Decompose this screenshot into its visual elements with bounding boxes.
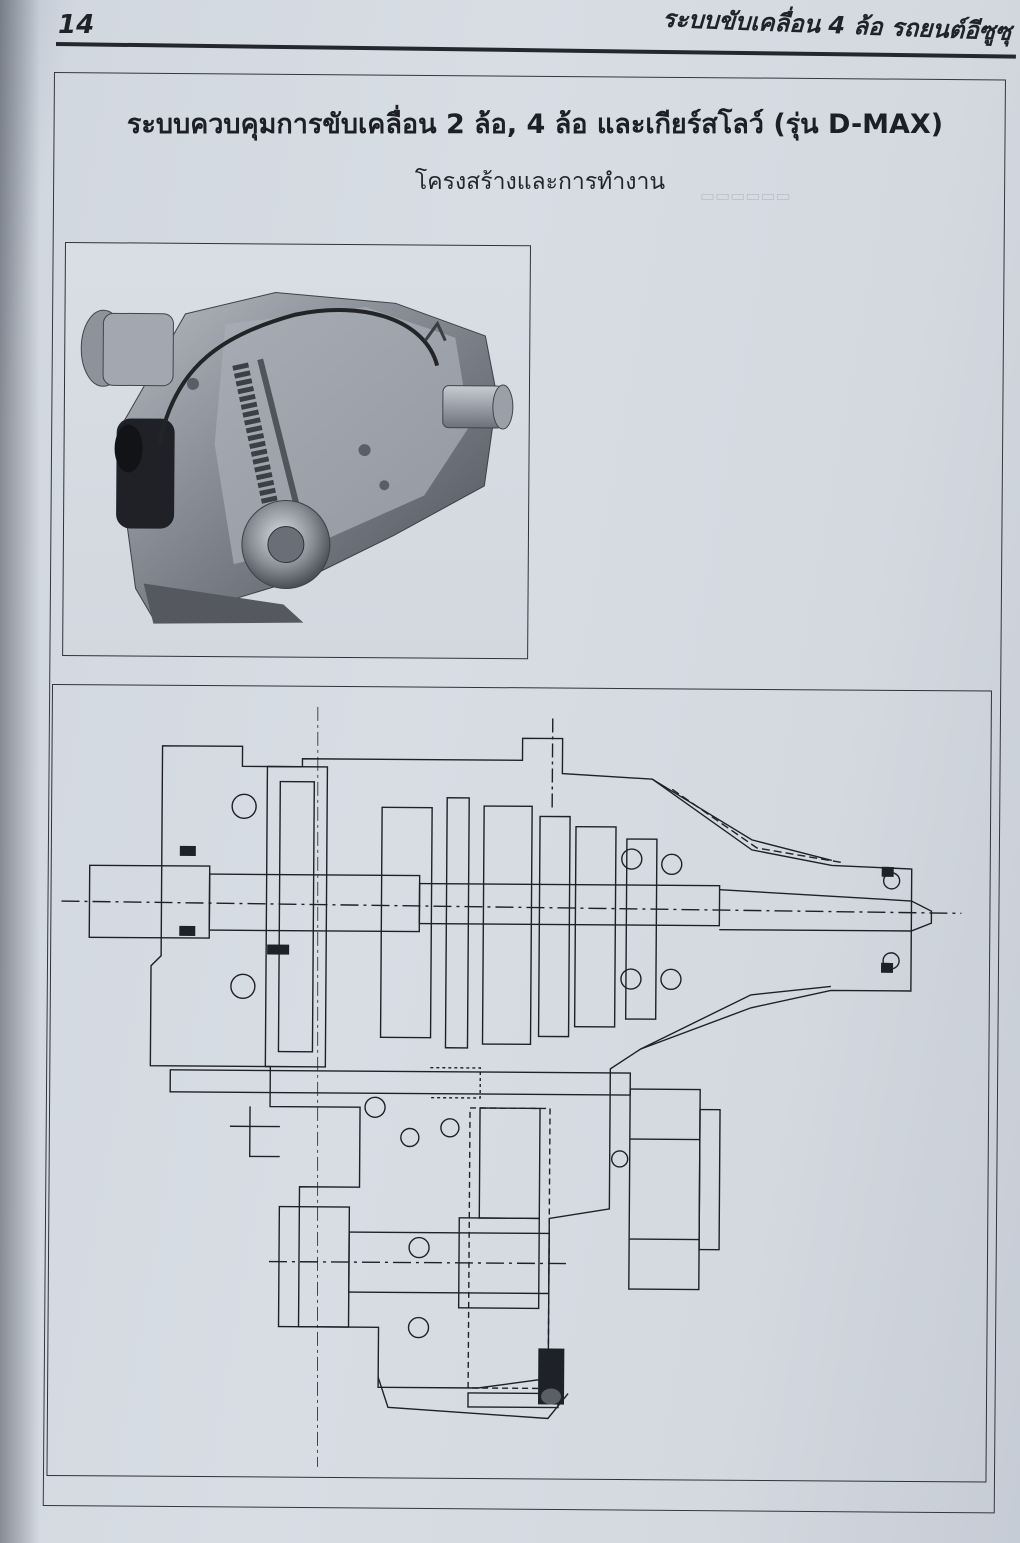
page-number: 14 [58, 10, 95, 40]
section-subtitle: โครงสร้างและการทำงาน [414, 169, 666, 195]
transfer-case-cross-section [61, 706, 962, 1467]
running-header: ระบบขับเคลื่อน 4 ล้อ รถยนต์อีซูซุ [661, 4, 1012, 46]
binding-shadow [0, 0, 40, 1543]
bleed-through: ▭▭▭▭▭▭ [700, 186, 791, 205]
cross-section-frame [46, 684, 992, 1483]
transfer-case-photo [80, 291, 514, 624]
transfer-case-photo-frame [62, 242, 531, 660]
section-title: ระบบควบคุมการขับเคลื่อน 2 ล้อ, 4 ล้อ และ… [126, 109, 944, 140]
